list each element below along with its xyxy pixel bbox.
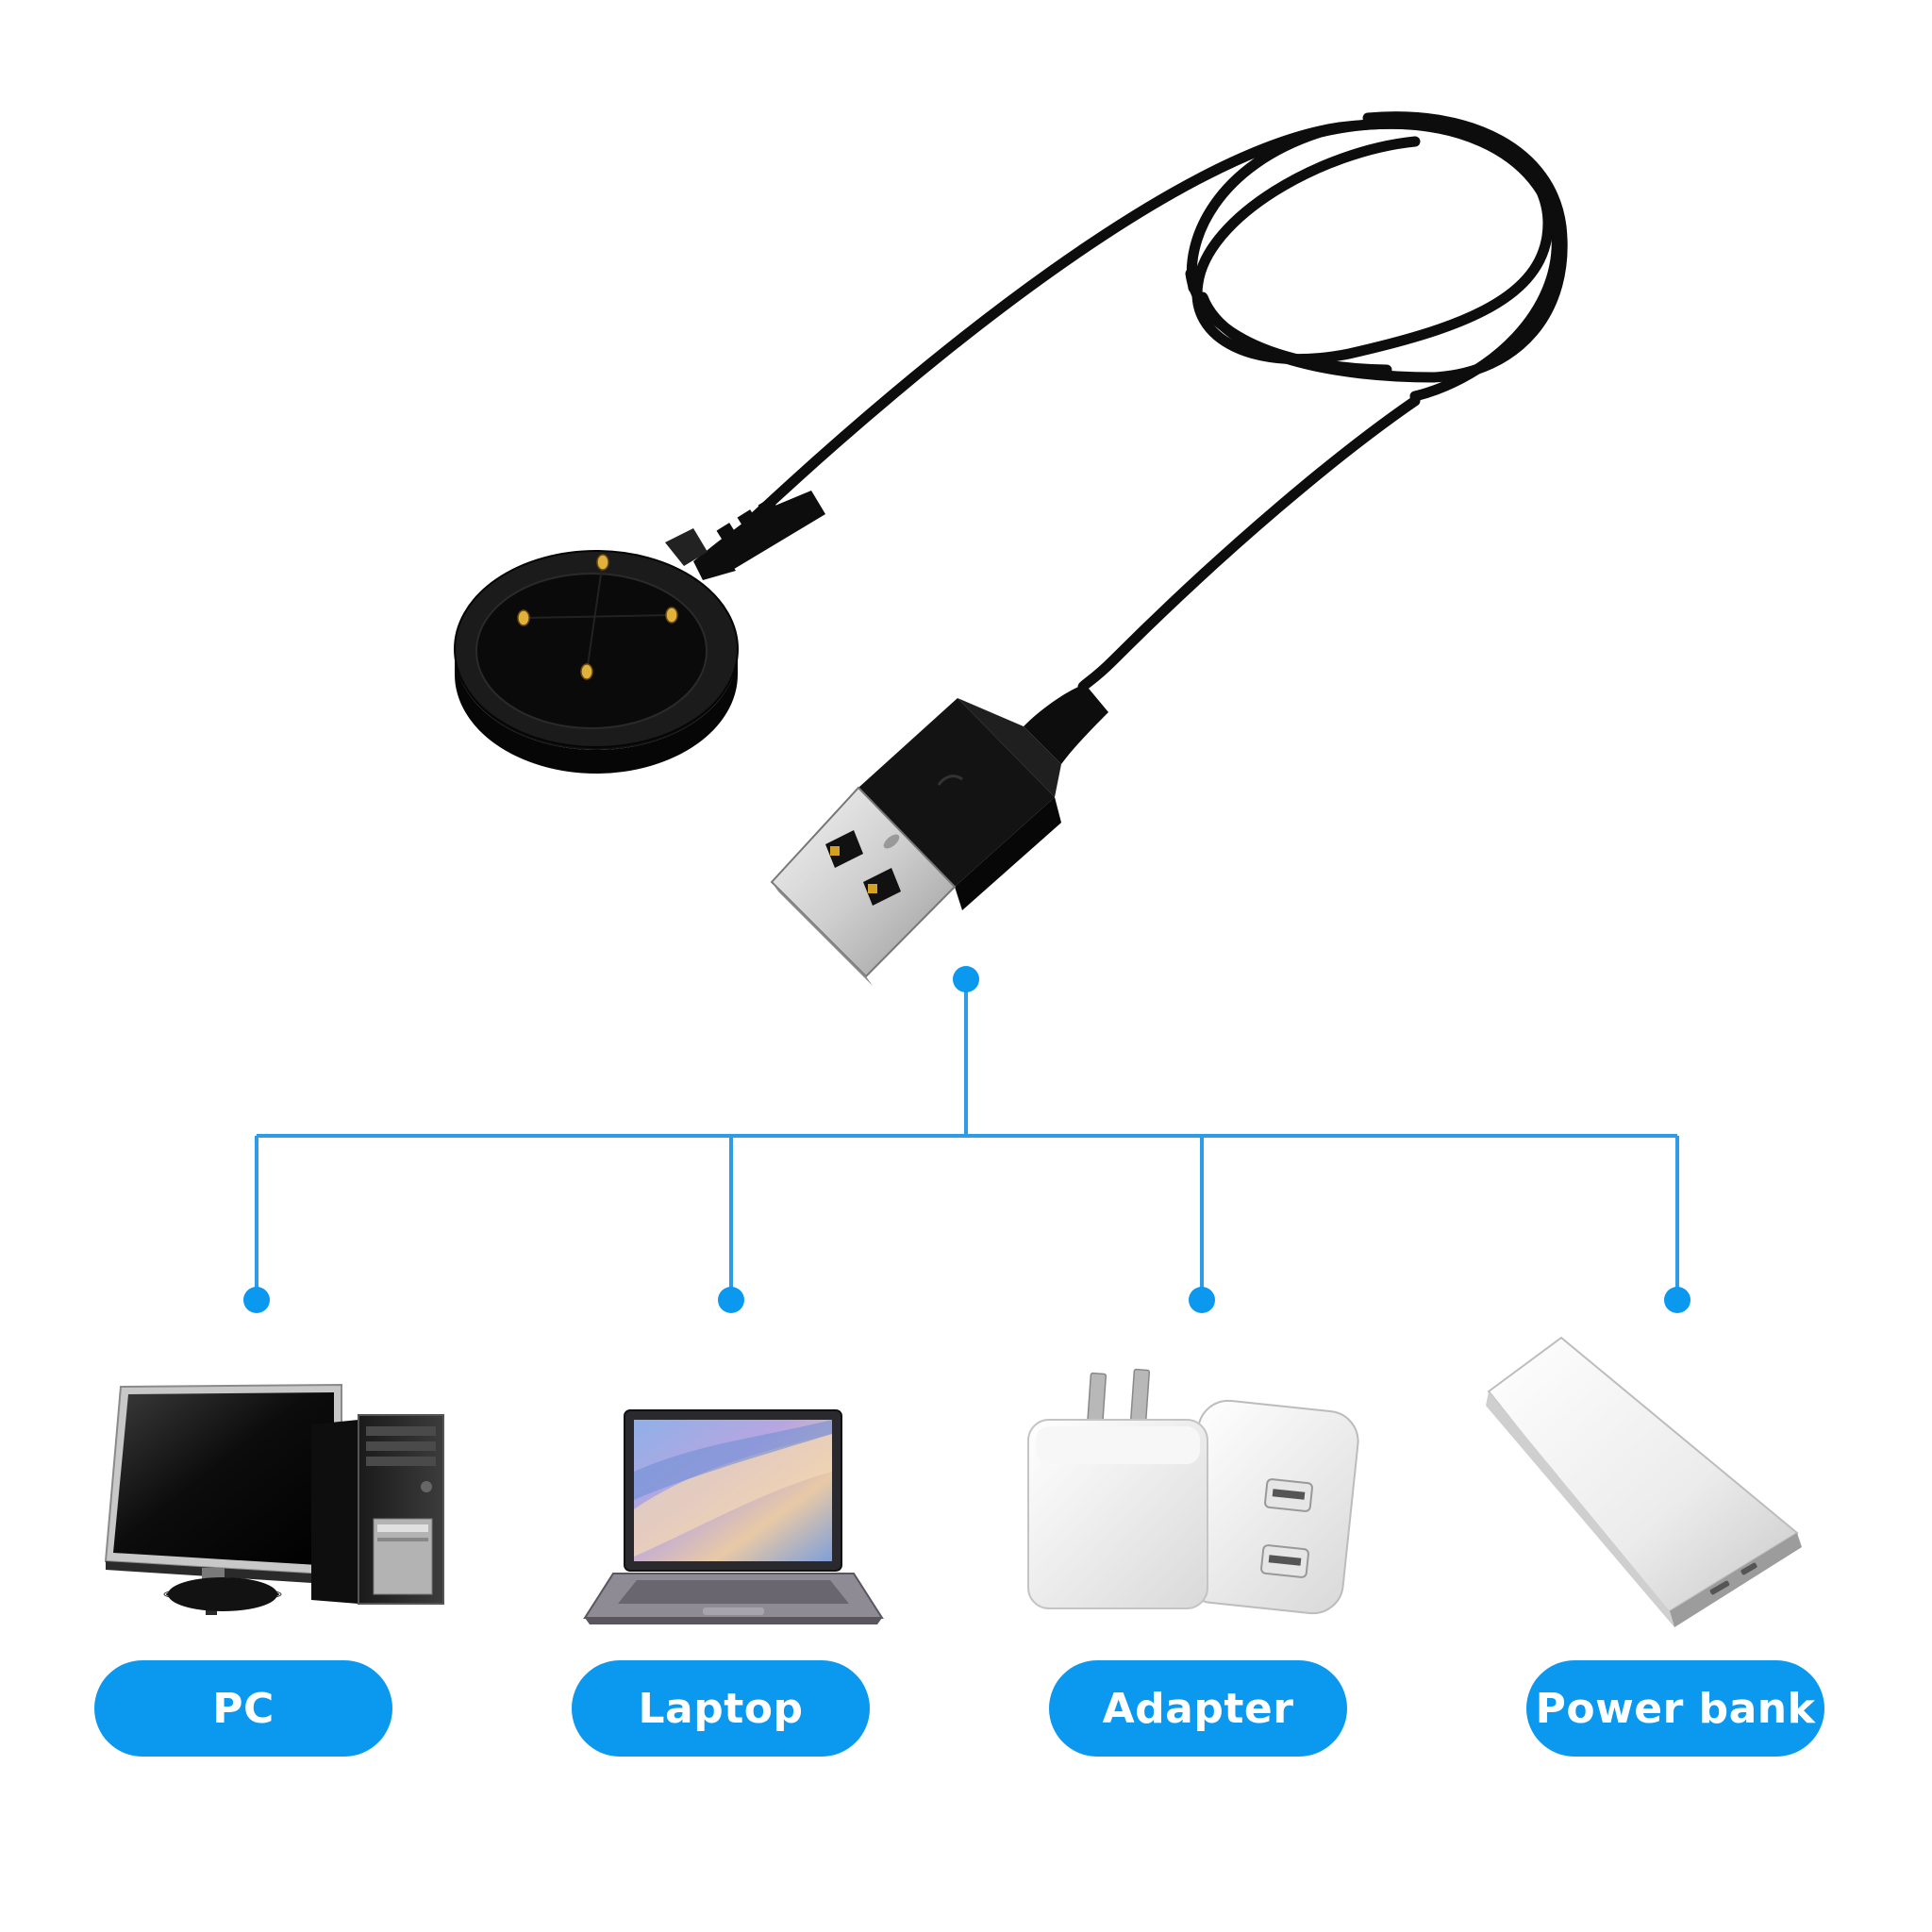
device-label-adapter: Adapter (1049, 1660, 1347, 1757)
magnetic-charging-cable-icon (454, 111, 1568, 774)
device-label-power-bank: Power bank (1526, 1660, 1824, 1757)
connector-tree (255, 979, 1679, 1300)
connector-dots (243, 966, 1690, 1313)
device-label-laptop: Laptop (572, 1660, 870, 1757)
usb-wall-adapter-icon (1027, 1368, 1359, 1615)
usb-a-plug-icon (770, 684, 1108, 986)
power-bank-icon (1486, 1336, 1802, 1627)
desktop-pc-icon (104, 1383, 444, 1615)
device-label-pc: PC (94, 1660, 392, 1757)
laptop-icon (583, 1409, 884, 1624)
